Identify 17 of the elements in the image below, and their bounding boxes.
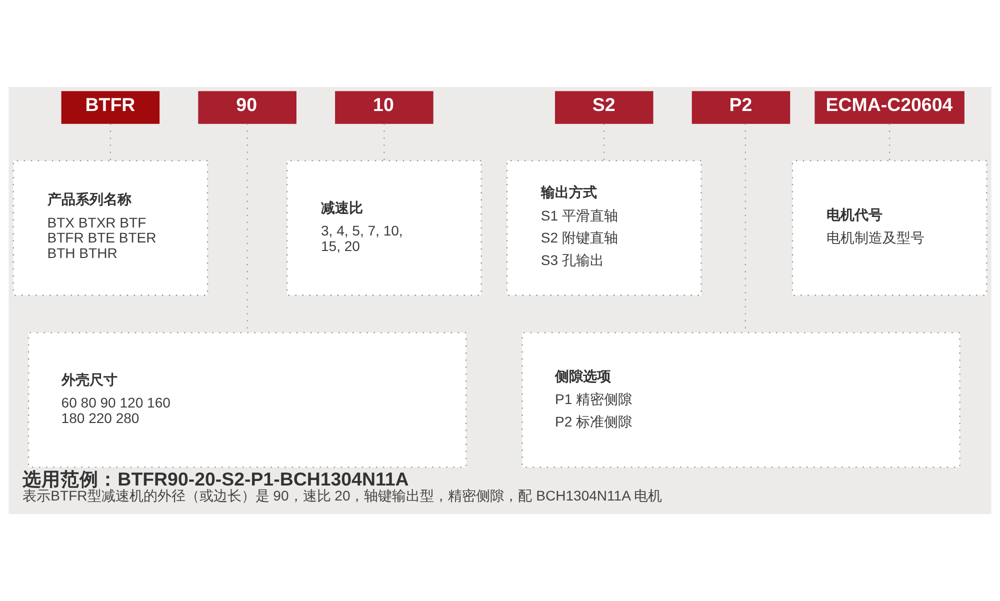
connector [110, 124, 112, 160]
node-box: 电机代号 电机制造及型号 [792, 160, 988, 296]
node-box: 减速比 3, 4, 5, 7, 10, 15, 20 [286, 160, 482, 296]
diagram-title: 选用范例：BTFR90-20-S2-P1-BCH1304N11A [22, 468, 409, 490]
node-box: 外壳尺寸 60 80 90 120 160 180 220 280 [28, 332, 467, 468]
node-box: 侧隙选项 P1 精密侧隙 P2 标准侧隙 [522, 332, 960, 468]
node-box: ECMA-C20604 [814, 91, 964, 124]
connector [888, 124, 890, 160]
node-box: 90 [198, 91, 296, 124]
node-box: S2 [554, 91, 654, 124]
node-box: 产品系列名称 BTX BTXR BTF BTFR BTE BTER BTH BTHR [12, 160, 208, 296]
node-box: P2 [692, 91, 790, 124]
node-box: BTFR [61, 91, 160, 124]
node-box: 10 [335, 91, 434, 124]
caption: 表示BTFR型减速机的外径（或边长）是 90，速比 20，轴键输出型，精密侧隙，配 BCH1304N11A 电机 [22, 488, 662, 504]
node-box: 输出方式 S1 平滑直轴 S2 附键直轴 S3 孔输出 [506, 160, 702, 296]
connector [384, 124, 385, 160]
